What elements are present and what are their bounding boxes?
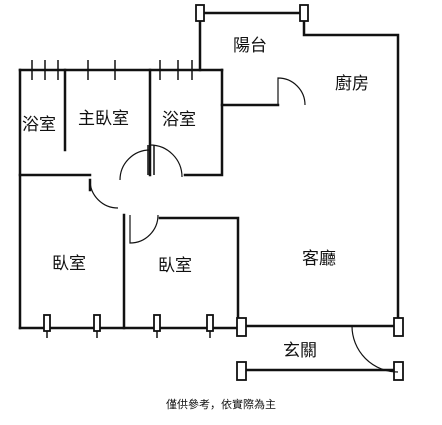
kitchen-label: 廚房 [335, 74, 369, 94]
wall-balcony [198, 11, 400, 322]
door-bath-right [149, 144, 183, 178]
post-2 [299, 4, 309, 22]
post-8 [236, 361, 247, 381]
post-9 [393, 317, 404, 337]
door-bed2 [129, 214, 159, 244]
window-ticks-top [31, 60, 193, 80]
bath-left-label: 浴室 [22, 115, 56, 135]
living-room-label: 客廳 [302, 249, 336, 269]
disclaimer-caption: 僅供參考，依實際為主 [166, 398, 276, 411]
post-1 [195, 4, 205, 22]
door-bath-left [119, 149, 151, 181]
bath-right-label: 浴室 [162, 110, 196, 130]
post-10 [393, 361, 404, 381]
door-entrance [351, 325, 399, 373]
wall-bath-right [183, 103, 224, 177]
wall-balcony-lower [220, 68, 280, 107]
wall-bed2-top [158, 216, 240, 322]
post-6 [206, 314, 214, 332]
bedroom-left-label: 臥室 [52, 254, 86, 274]
post-7 [236, 317, 247, 337]
door-bath-leaf [147, 145, 155, 175]
bedroom-right-label: 臥室 [158, 256, 192, 276]
balcony-label: 陽台 [233, 36, 267, 56]
entrance-label: 玄關 [283, 341, 317, 361]
door-bed1 [89, 179, 119, 209]
post-5 [153, 314, 161, 332]
post-4 [93, 314, 101, 332]
master-bedroom-label: 主臥室 [78, 109, 129, 129]
post-3 [43, 314, 51, 332]
door-balcony [277, 77, 306, 106]
